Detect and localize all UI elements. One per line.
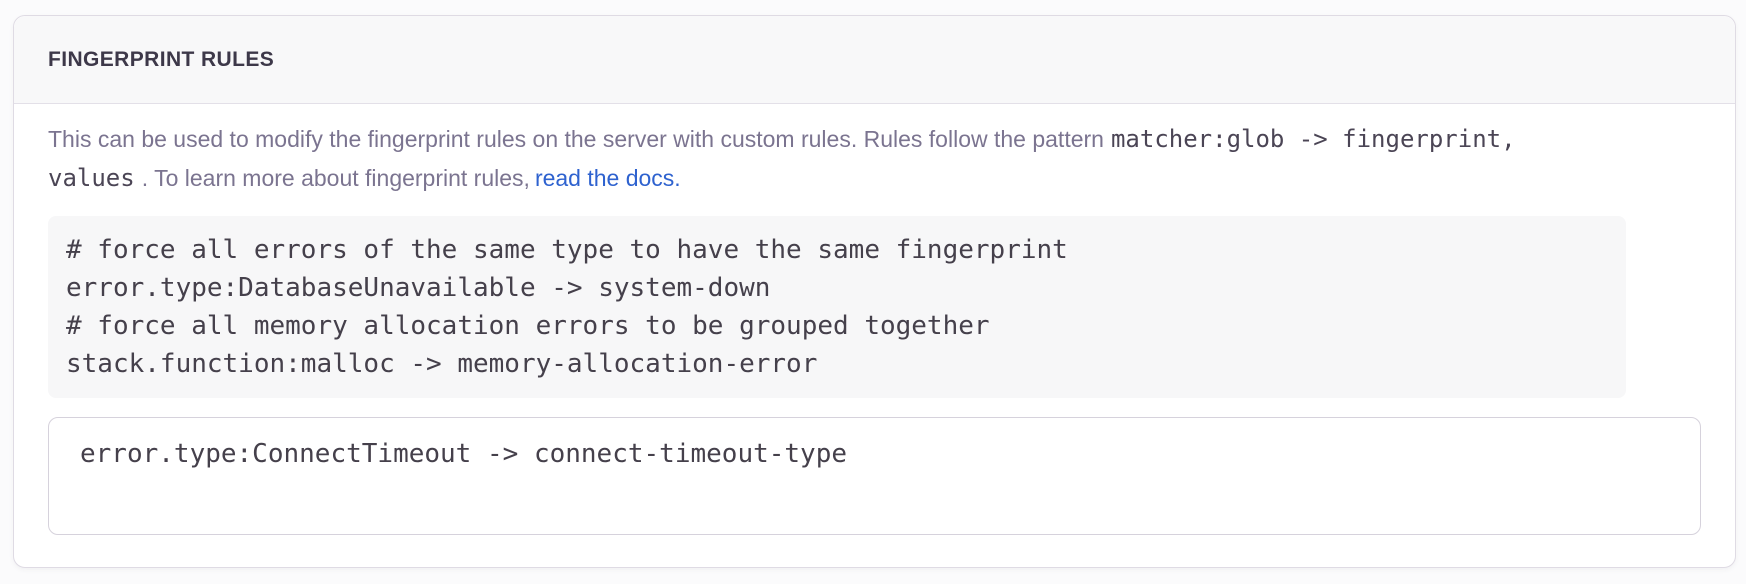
description-intro: This can be used to modify the fingerpri… bbox=[48, 126, 1104, 152]
panel-body: This can be used to modify the fingerpri… bbox=[14, 104, 1735, 566]
fingerprint-rules-panel: FINGERPRINT RULES This can be used to mo… bbox=[13, 15, 1736, 568]
panel-title: FINGERPRINT RULES bbox=[48, 47, 275, 71]
panel-header: FINGERPRINT RULES bbox=[14, 16, 1735, 104]
read-the-docs-link[interactable]: read the docs. bbox=[534, 165, 681, 191]
pattern-inline-code: matcher:glob -> fingerprint, values bbox=[48, 125, 1516, 192]
description: This can be used to modify the fingerpri… bbox=[48, 120, 1626, 198]
fingerprint-rules-textarea[interactable]: error.type:ConnectTimeout -> connect-tim… bbox=[48, 417, 1701, 535]
description-outro: . To learn more about fingerprint rules, bbox=[141, 165, 530, 191]
example-code-block: # force all errors of the same type to h… bbox=[48, 216, 1626, 398]
